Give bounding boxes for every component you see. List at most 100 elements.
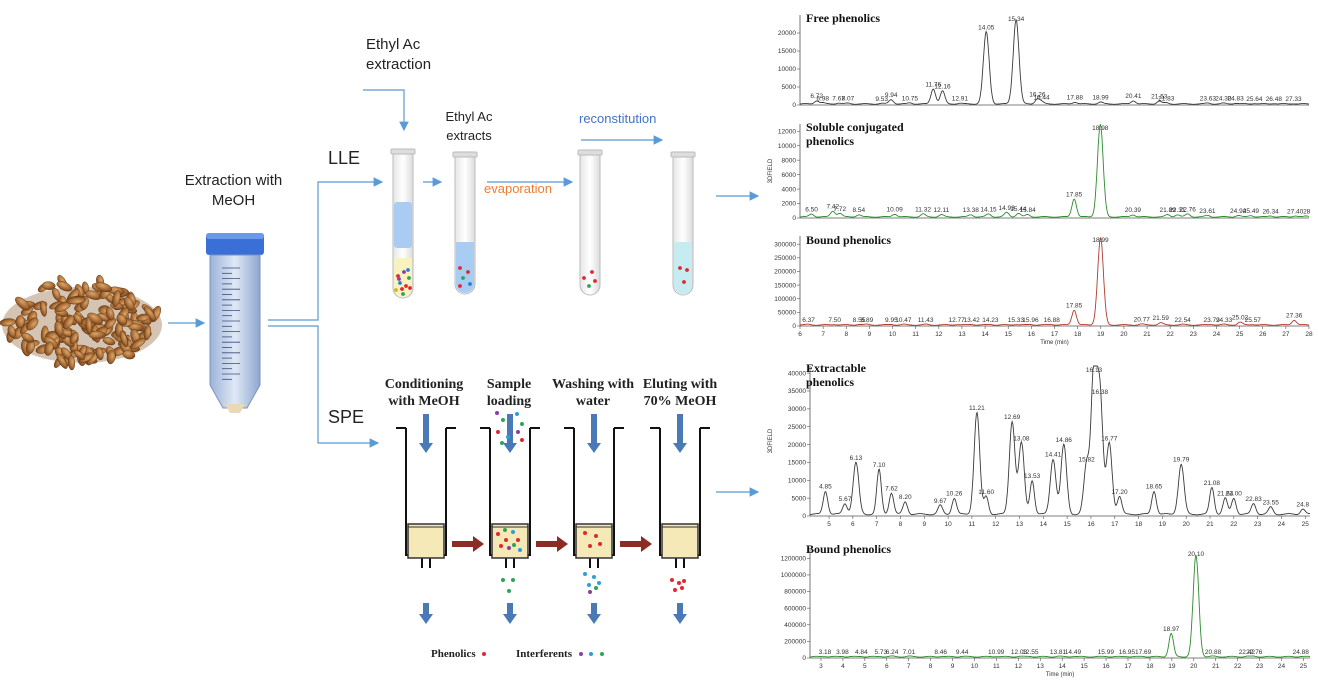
x-tick-label: 16 [1102,663,1110,670]
particle [587,583,591,587]
peak-label: 7.10 [873,462,886,469]
peak-label: 15.96 [1022,317,1039,324]
y-tick-label: 5000 [792,495,807,502]
peak-label: 17.69 [1135,649,1152,656]
peak-label: 14.86 [1056,437,1073,444]
peak-label: 11.60 [978,489,994,496]
seed [15,315,25,329]
x-tick-label: 13 [1037,663,1045,670]
seed [52,287,61,301]
peak-label: 7.42 [827,204,840,211]
particle [499,544,503,548]
peak-label: 11.43 [918,317,934,324]
y-tick-label: 12000 [778,128,796,135]
x-tick-label: 20 [1190,663,1198,670]
particle [598,542,602,546]
y-tick-label: 0 [792,102,796,109]
chromatogram-trace [810,554,1310,658]
y-tick-label: 10000 [778,66,796,73]
chromatogram-trace [799,18,1310,105]
seed [69,331,79,345]
peak-label: 25.49 [1243,208,1260,215]
x-tick-label: 16 [1087,521,1095,528]
peak-label: 28 [1303,209,1311,216]
seed [21,332,35,343]
analyte-dot [394,288,398,292]
x-tick-label: 15 [1081,663,1089,670]
x-tick-label: 19 [1097,331,1105,338]
analyte-dot [593,279,597,283]
peak-label: 15.99 [1098,649,1115,656]
x-tick-label: 19 [1159,521,1167,528]
legend-phenolics: Phenolics [431,648,476,660]
peak-label: 8.46 [934,649,947,656]
x-tick-label: 7 [907,663,911,670]
x-tick-label: 12 [992,521,1000,528]
peak-label: 15.82 [1079,457,1096,464]
peak-label: 11.76 [925,81,941,88]
analyte-dot [458,284,462,288]
peak-label: 12.91 [952,96,969,103]
peak-label: 13.38 [963,207,980,214]
peak-label: 21.89 [1159,207,1176,214]
test-tube-reconstituted [670,151,696,296]
y-tick-label: 25000 [788,424,806,431]
particle [677,581,681,585]
seed [85,317,93,335]
seed [41,281,56,291]
peak-label: 12.03 [1011,649,1028,656]
y-axis-label: 3DFIELD [768,428,774,453]
peak-label: 22.76 [1180,206,1197,213]
particle [511,530,515,534]
lle-label: LLE [328,148,361,168]
peak-label: 13.42 [964,317,981,324]
seed [88,330,106,340]
x-tick-label: 22 [1167,331,1175,338]
peak-label: 19.79 [1173,457,1190,464]
peak-label: 22.83 [1245,496,1262,503]
peak-label: 6.72 [810,93,823,100]
peak-label: 16.13 [1086,367,1103,374]
peak-label: 20.39 [1125,207,1142,214]
x-tick-label: 9 [868,331,872,338]
analyte-dot [400,287,404,291]
particle [600,652,604,656]
seed [39,300,47,317]
y-tick-label: 150000 [774,282,796,289]
seed [56,354,68,369]
particle [680,586,684,590]
y-tick-label: 30000 [788,406,806,413]
peak-label: 14.41 [1045,451,1062,458]
x-axis-label: Time (min) [1046,672,1074,678]
washing-label: Washing with water [551,377,635,409]
x-tick-label: 15 [1064,521,1072,528]
y-tick-label: 20000 [778,30,796,37]
x-tick-label: 6 [885,663,889,670]
particle [597,581,601,585]
peak-label: 25.57 [1245,317,1262,324]
x-tick-label: 21 [1143,331,1151,338]
particle [496,532,500,536]
peak-label: 16.26 [1029,91,1046,98]
step-arrow [452,536,484,552]
x-tick-label: 6 [798,331,802,338]
x-tick-label: 14 [1059,663,1067,670]
peak-label: 21.83 [1158,95,1175,102]
particle [507,546,511,550]
analyte-dot [396,274,400,278]
peak-label: 3.18 [819,649,832,656]
particle [515,412,519,416]
y-tick-label: 15000 [778,48,796,55]
peak-label: 24.8 [1297,501,1310,508]
peak-label: 27.36 [1286,313,1303,320]
chart-title: Soluble conjugated phenolics [806,120,904,148]
x-tick-label: 4 [841,663,845,670]
peak-label: 14.15 [980,206,997,213]
peak-label: 21.08 [1204,480,1221,487]
peak-label: 8.55 [853,317,866,324]
x-tick-label: 18 [1146,663,1154,670]
